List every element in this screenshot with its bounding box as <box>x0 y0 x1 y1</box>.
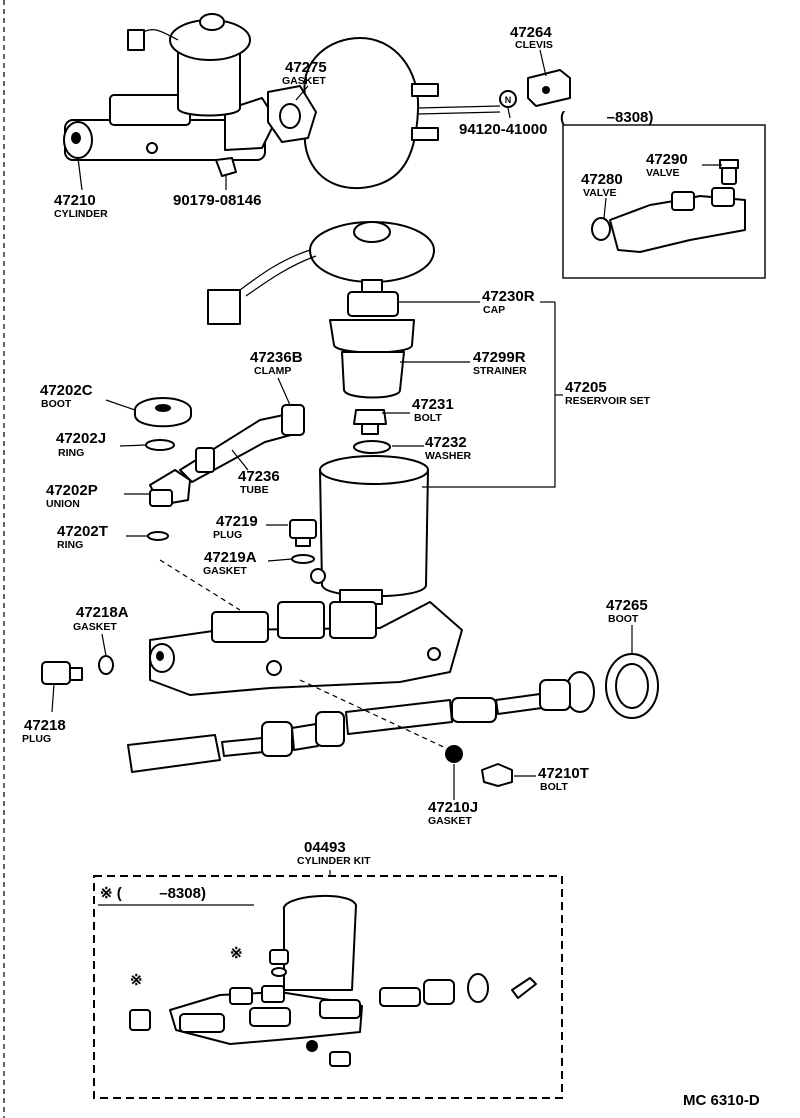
label-47219-name: PLUG <box>213 529 242 541</box>
kit-marker-2: ※ <box>130 972 143 989</box>
label-47202P-name: UNION <box>46 498 80 510</box>
gasket-47210J <box>445 745 463 763</box>
reservoir-set-bracket <box>382 301 556 488</box>
inset-box <box>562 124 766 279</box>
kit-range-label: ※ ( –8308) <box>100 885 206 902</box>
kit-parts <box>129 949 537 1067</box>
clevis-47264 <box>527 69 571 107</box>
label-47218A-name: GASKET <box>73 621 117 633</box>
label-47218-number: 47218 <box>24 717 66 734</box>
label-47202C-name: BOOT <box>41 398 72 410</box>
reservoir-washer-47232 <box>353 440 391 454</box>
kit-marker-1: ※ <box>230 945 243 962</box>
label-47219A-number: 47219A <box>204 549 257 566</box>
ring-47202T <box>147 531 169 541</box>
nut-90179 <box>215 157 237 177</box>
label-47264-number: 47264 <box>510 24 552 41</box>
label-47219A-name: GASKET <box>203 565 247 577</box>
inset-range-label: ( –8308) <box>560 109 653 126</box>
leader-lines <box>51 49 722 876</box>
top-master-cylinder-body <box>63 94 277 161</box>
label-47202P-number: 47202P <box>46 482 98 499</box>
assembly-guide-lines <box>159 559 451 751</box>
label-47210-number: 47210 <box>54 192 96 209</box>
label-47231-name: BOLT <box>414 412 442 424</box>
cylinder-kit-box <box>93 875 563 1099</box>
main-cylinder-body <box>149 601 463 696</box>
label-47299R-name: STRAINER <box>473 365 527 377</box>
top-reservoir <box>127 13 251 117</box>
label-47232-number: 47232 <box>425 434 467 451</box>
label-47230R-number: 47230R <box>482 288 535 305</box>
inset-valve-block <box>591 159 746 253</box>
label-47202T-number: 47202T <box>57 523 108 540</box>
label-47202C-number: 47202C <box>40 382 93 399</box>
label-47210J-name: GASKET <box>428 815 472 827</box>
label-04493-number: 04493 <box>304 839 346 856</box>
ring-47202J <box>145 439 175 451</box>
label-47218A-number: 47218A <box>76 604 129 621</box>
label-47275-number: 47275 <box>285 59 327 76</box>
reservoir-tank <box>310 455 429 605</box>
label-47275-name: GASKET <box>282 75 326 87</box>
label-47205-number: 47205 <box>565 379 607 396</box>
boot-47202C <box>134 397 192 428</box>
label-47202J-name: RING <box>58 447 84 459</box>
brake-booster <box>303 37 501 190</box>
label-47280-number: 47280 <box>581 171 623 188</box>
label-47232-name: WASHER <box>425 450 472 462</box>
label-47265-name: BOOT <box>608 613 639 625</box>
reservoir-cap-47230R <box>207 221 435 325</box>
label-47290-number: 47290 <box>646 151 688 168</box>
label-47219-number: 47219 <box>216 513 258 530</box>
label-47236B-name: CLAMP <box>254 365 291 377</box>
drawing-code: MC 6310-D <box>683 1092 760 1109</box>
gasket-47219A <box>291 554 315 564</box>
label-47236B-number: 47236B <box>250 349 303 366</box>
label-47236-name: TUBE <box>240 484 269 496</box>
label-47205-name: RESERVOIR SET <box>565 395 651 407</box>
label-94120-number: 94120-41000 <box>459 121 547 138</box>
top-gasket-47275 <box>267 85 317 143</box>
reservoir-strainer-47299R <box>329 291 415 399</box>
label-47236-number: 47236 <box>238 468 280 485</box>
label-47202J-number: 47202J <box>56 430 106 447</box>
label-47230R-name: CAP <box>483 304 505 316</box>
union-47202P <box>149 469 191 507</box>
nut-94120: N <box>499 90 517 108</box>
boot-47265 <box>565 653 659 719</box>
label-47210T-number: 47210T <box>538 765 589 782</box>
label-47265-number: 47265 <box>606 597 648 614</box>
label-47231-number: 47231 <box>412 396 454 413</box>
part-labels: 47264 CLEVIS 47275 GASKET 94120-41000 47… <box>22 24 760 1109</box>
bolt-47210T <box>481 763 513 787</box>
label-47210T-name: BOLT <box>540 781 568 793</box>
label-47218-name: PLUG <box>22 733 51 745</box>
plug-47218 <box>41 661 83 685</box>
reservoir-bolt-47231 <box>353 409 387 435</box>
label-04493-name: CYLINDER KIT <box>297 855 371 867</box>
svg-text:N: N <box>505 95 512 105</box>
label-90179-number: 90179-08146 <box>173 192 261 209</box>
label-47280-name: VALVE <box>583 187 616 199</box>
piston-set <box>127 679 571 773</box>
gasket-47218A <box>98 655 114 675</box>
label-47210J-number: 47210J <box>428 799 478 816</box>
plug-47219 <box>289 519 317 547</box>
label-47290-name: VALVE <box>646 167 679 179</box>
tube-47236-with-clamp-47236B <box>179 404 305 483</box>
label-47210-name: CYLINDER <box>54 208 108 220</box>
label-47264-name: CLEVIS <box>515 39 553 51</box>
kit-reservoir-outline <box>283 895 357 991</box>
label-47299R-number: 47299R <box>473 349 526 366</box>
label-47202T-name: RING <box>57 539 83 551</box>
